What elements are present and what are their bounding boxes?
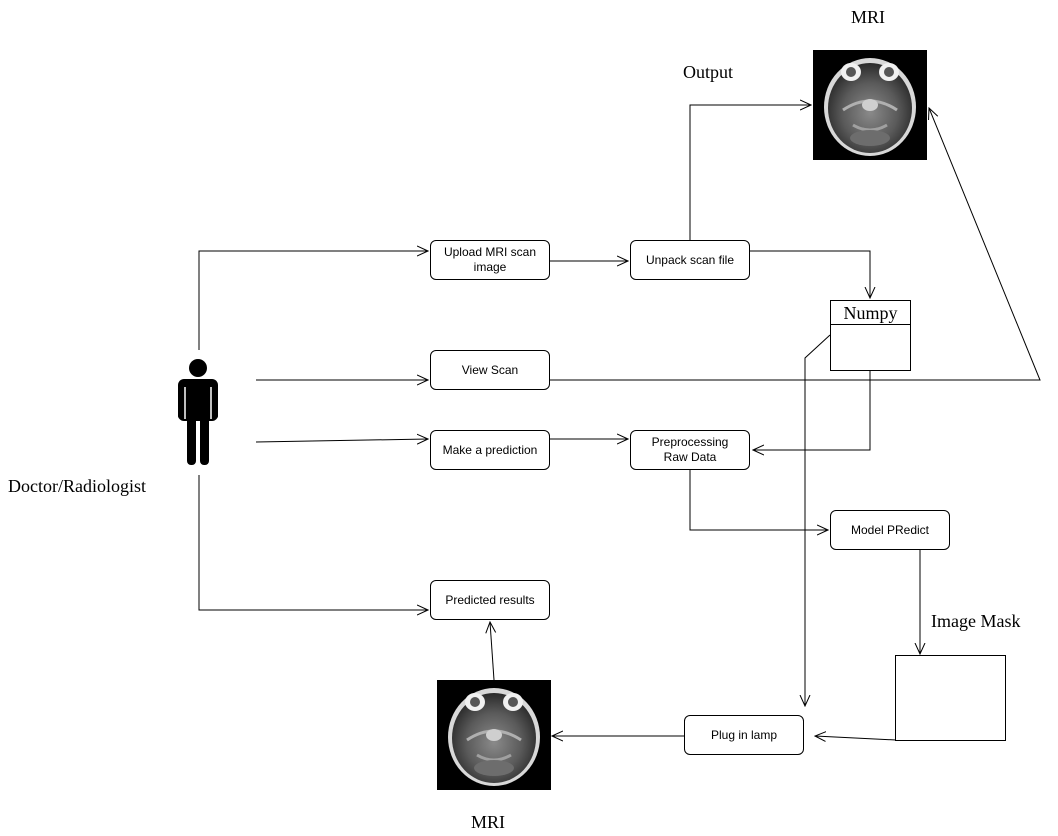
edge-mri-to-results [490,622,494,681]
mri-bottom-label: MRI [471,812,506,832]
mri-scan-image-top [813,50,927,160]
output-label: Output [683,62,734,82]
edge-numpy-to-preprocess [753,370,871,450]
image-mask-box[interactable] [895,655,1006,741]
mri-top-label: MRI [851,7,886,27]
person-icon [178,359,218,465]
model-predict-box[interactable]: Model PRedict [830,510,950,550]
numpy-container[interactable]: Numpy [830,300,911,371]
preprocessing-box[interactable]: Preprocessing Raw Data [630,430,750,470]
predicted-results-label: Predicted results [445,592,535,607]
edge-actor-to-predict [255,439,428,442]
view-scan-box[interactable]: View Scan [430,350,550,390]
predicted-results-box[interactable]: Predicted results [430,580,550,620]
unpack-scan-label: Unpack scan file [645,252,735,267]
edge-actor-to-upload [198,251,428,350]
unpack-scan-box[interactable]: Unpack scan file [630,240,750,280]
edge-actor-to-results [198,475,428,610]
edge-mask-to-plug [815,736,897,740]
make-prediction-label: Make a prediction [442,442,538,457]
edge-unpack-to-output-mri [689,105,811,240]
edge-preprocess-to-model [689,470,828,530]
mri-scan-image-bottom [437,680,551,790]
model-predict-label: Model PRedict [850,522,930,537]
make-prediction-box[interactable]: Make a prediction [430,430,550,470]
upload-mri-label: Upload MRI scan image [443,245,537,274]
view-scan-label: View Scan [461,362,519,377]
edge-view-to-mri [550,108,1041,381]
image-mask-label: Image Mask [931,611,1021,631]
edge-numpy-to-plug [805,334,831,706]
upload-mri-box[interactable]: Upload MRI scan image [430,240,550,280]
edge-unpack-to-numpy [750,250,870,298]
plug-in-lamp-box[interactable]: Plug in lamp [684,715,804,755]
numpy-title: Numpy [831,301,910,325]
preprocessing-label: Preprocessing Raw Data [651,435,729,464]
actor-label: Doctor/Radiologist [8,476,146,496]
plug-in-lamp-label: Plug in lamp [710,727,778,742]
